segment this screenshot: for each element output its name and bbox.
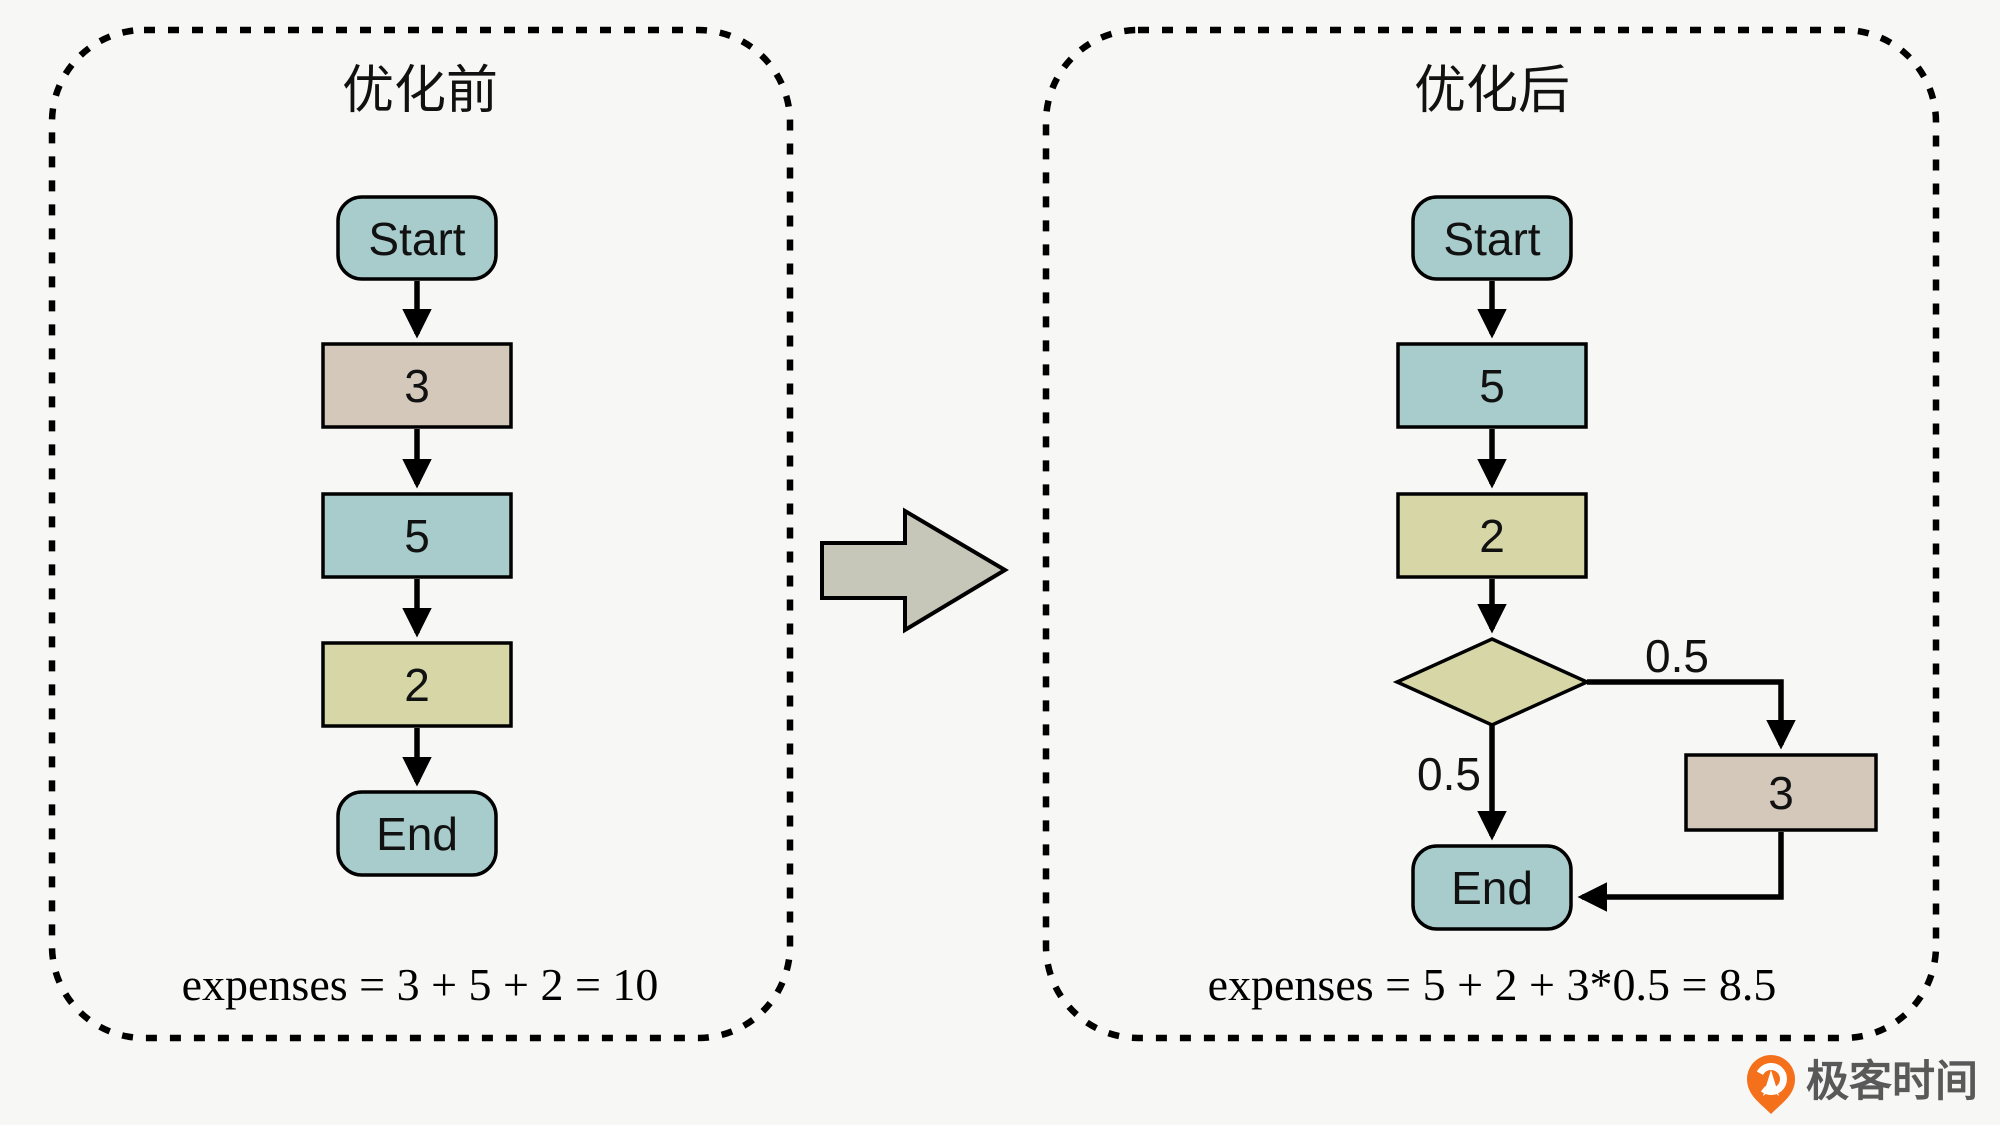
panel-dashed-border <box>48 26 794 1042</box>
expenses-formula-after: expenses = 5 + 2 + 3*0.5 = 8.5 <box>1208 959 1777 1010</box>
geektime-logo-text: 极客时间 <box>1806 1058 1978 1106</box>
cost-node-5-label: 5 <box>404 510 430 562</box>
cost-node-2 <box>1396 492 1588 579</box>
decision-diamond-node <box>1392 637 1592 727</box>
panel-title: 优化后 <box>1414 62 1570 120</box>
cost-node-5 <box>321 492 513 579</box>
end-node-label: End <box>376 808 458 860</box>
branch-probability-right: 0.5 <box>1645 630 1709 682</box>
cost-node-3-label: 3 <box>404 360 430 412</box>
after-optimization-panel: 优化后 Start 5 2 0.5 3 0.5 End expenses = 5… <box>1042 26 1940 1042</box>
cost-node-2-label: 2 <box>1479 510 1505 562</box>
panel-dashed-border <box>1042 26 1940 1042</box>
cost-node-2-label: 2 <box>404 659 430 711</box>
geektime-logo: 极客时间 <box>1747 1055 1978 1114</box>
cost-node-5-label: 5 <box>1479 360 1505 412</box>
end-node <box>336 790 498 877</box>
cost-node-2 <box>321 641 513 728</box>
cost-node-3-label: 3 <box>1768 767 1794 819</box>
connector-decision-to-cost3 <box>1587 679 1796 750</box>
transform-right-arrow <box>820 507 1009 634</box>
connector-cost3-to-end <box>1577 832 1784 912</box>
geektime-pin-pointer <box>1763 1070 1779 1096</box>
branch-probability-down: 0.5 <box>1417 748 1481 800</box>
geektime-pin-ring <box>1755 1063 1787 1095</box>
cost-node-5 <box>1396 342 1588 429</box>
before-optimization-panel: 优化前 Start 3 5 2 End expenses = 3 + 5 + 2… <box>48 26 794 1042</box>
start-node <box>1411 195 1573 281</box>
cost-node-3 <box>321 342 513 429</box>
end-node <box>1411 844 1573 931</box>
panel-title: 优化前 <box>342 62 498 120</box>
cost-node-3 <box>1684 753 1878 832</box>
expenses-formula-before: expenses = 3 + 5 + 2 = 10 <box>182 959 659 1010</box>
start-node-label: Start <box>1443 213 1540 265</box>
start-node-label: Start <box>368 213 465 265</box>
start-node <box>336 195 498 281</box>
end-node-label: End <box>1451 862 1533 914</box>
